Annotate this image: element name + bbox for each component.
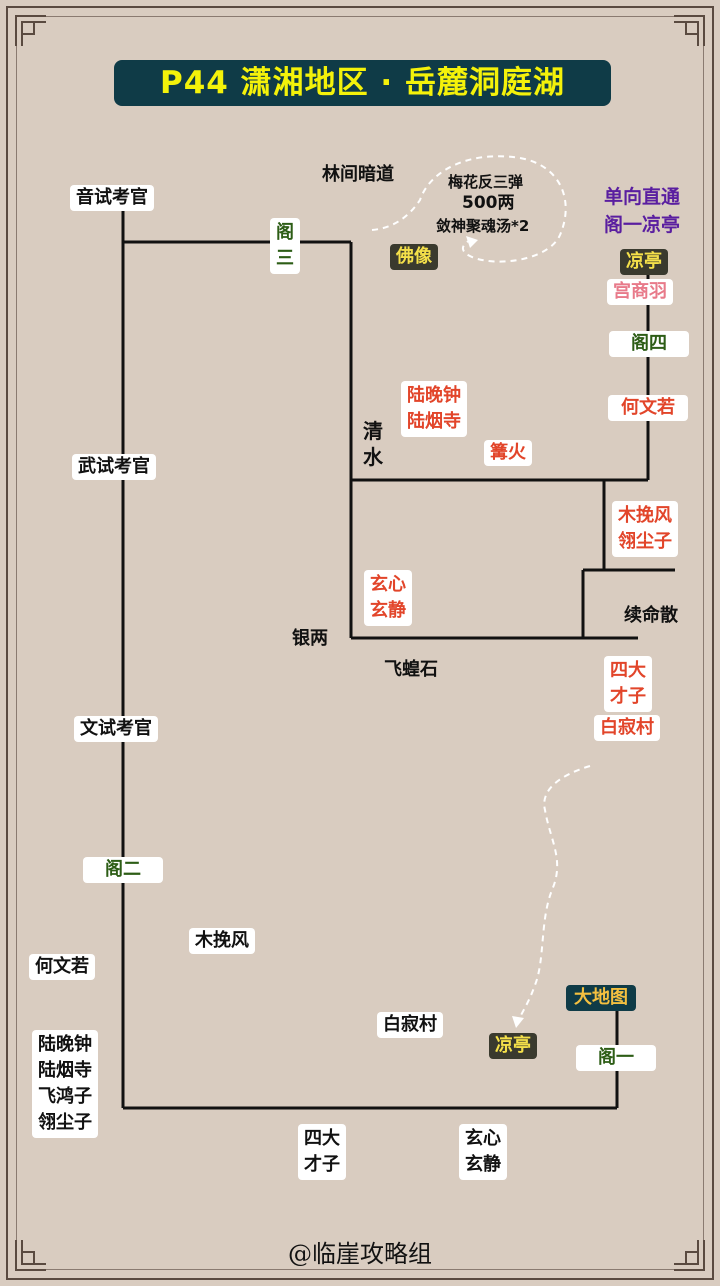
sida-low-group: 四大 才子: [298, 1124, 346, 1180]
sida-low-line1: 四大: [304, 1128, 340, 1149]
sida-right-line1: 四大: [610, 660, 646, 681]
xuanxin-low-line1: 玄心: [465, 1128, 501, 1149]
ge3-label: 阁 三: [270, 218, 300, 274]
linjian-label: 林间暗道: [322, 164, 394, 185]
ge3-line1: 阁: [276, 222, 294, 243]
wushi-examiner-label: 武试考官: [72, 454, 156, 480]
xuanxin-line2: 玄静: [370, 600, 406, 621]
author-signature: @临崖攻略组: [288, 1240, 432, 1268]
shenhun-label: 敛神聚魂汤*2: [436, 217, 530, 235]
sida-right-group: 四大 才子: [604, 656, 652, 712]
corner-ornament-icon: [15, 1240, 46, 1271]
meihua-label: 梅花反三弹: [448, 173, 524, 191]
ge1-label: 阁一: [576, 1045, 656, 1071]
yinshi-examiner-label: 音试考官: [70, 185, 154, 211]
left-group-line2: 陆烟寺: [38, 1060, 92, 1081]
xumingsan-label: 续命散: [624, 605, 678, 626]
left-group-line1: 陆晚钟: [38, 1034, 92, 1055]
yinliang-label: 银两: [292, 628, 328, 649]
muwanfeng-group: 木挽风 翎尘子: [612, 501, 678, 557]
hewenruo-left-label: 何文若: [29, 954, 95, 980]
danxiang-line1: 单向直通: [604, 186, 681, 208]
corner-ornament-icon: [674, 15, 705, 46]
muwanfeng-low-label: 木挽风: [189, 928, 255, 954]
danxiang-line2: 阁一凉亭: [604, 214, 681, 236]
foxiang-label: 佛像: [390, 244, 438, 270]
liangting-low-label: 凉亭: [489, 1033, 537, 1059]
luwanzhong-group: 陆晚钟 陆烟寺: [401, 381, 467, 437]
muwanfeng-line2: 翎尘子: [618, 531, 672, 552]
gongshangyu-label: 宫商羽: [607, 279, 673, 305]
ge3-line2: 三: [276, 248, 294, 269]
xuanxin-line1: 玄心: [370, 574, 406, 595]
wenshi-examiner-label: 文试考官: [74, 716, 158, 742]
page-title: P44 潇湘地区 · 岳麓洞庭湖: [114, 60, 611, 106]
ge4-label: 阁四: [609, 331, 689, 357]
liangting-top-label: 凉亭: [620, 249, 668, 275]
luwanzhong-line1: 陆晚钟: [407, 385, 461, 406]
baijicun-low-label: 白寂村: [377, 1012, 443, 1038]
shui-label: 水: [363, 445, 383, 469]
gouhuo-label: 篝火: [484, 440, 532, 466]
dadi-map-label: 大地图: [566, 985, 636, 1011]
xuanxin-group: 玄心 玄静: [364, 570, 412, 626]
liang500-label: 500两: [462, 193, 515, 213]
muwanfeng-line1: 木挽风: [618, 505, 672, 526]
xuanxin-low-group: 玄心 玄静: [459, 1124, 507, 1180]
luwanzhong-line2: 陆烟寺: [407, 411, 461, 432]
sida-low-line2: 才子: [304, 1154, 340, 1175]
left-group-line4: 翎尘子: [38, 1112, 92, 1133]
sida-right-line2: 才子: [610, 686, 646, 707]
xuanxin-low-line2: 玄静: [465, 1154, 501, 1175]
baijicun-right-label: 白寂村: [594, 715, 660, 741]
left-group-line3: 飞鸿子: [38, 1086, 92, 1107]
hewenruo-right-label: 何文若: [608, 395, 688, 421]
feihuangshi-label: 飞蝗石: [384, 659, 438, 680]
corner-ornament-icon: [674, 1240, 705, 1271]
corner-ornament-icon: [15, 15, 46, 46]
left-group: 陆晚钟 陆烟寺 飞鸿子 翎尘子: [32, 1030, 98, 1138]
ge2-label: 阁二: [83, 857, 163, 883]
qing-label: 清: [363, 419, 383, 443]
